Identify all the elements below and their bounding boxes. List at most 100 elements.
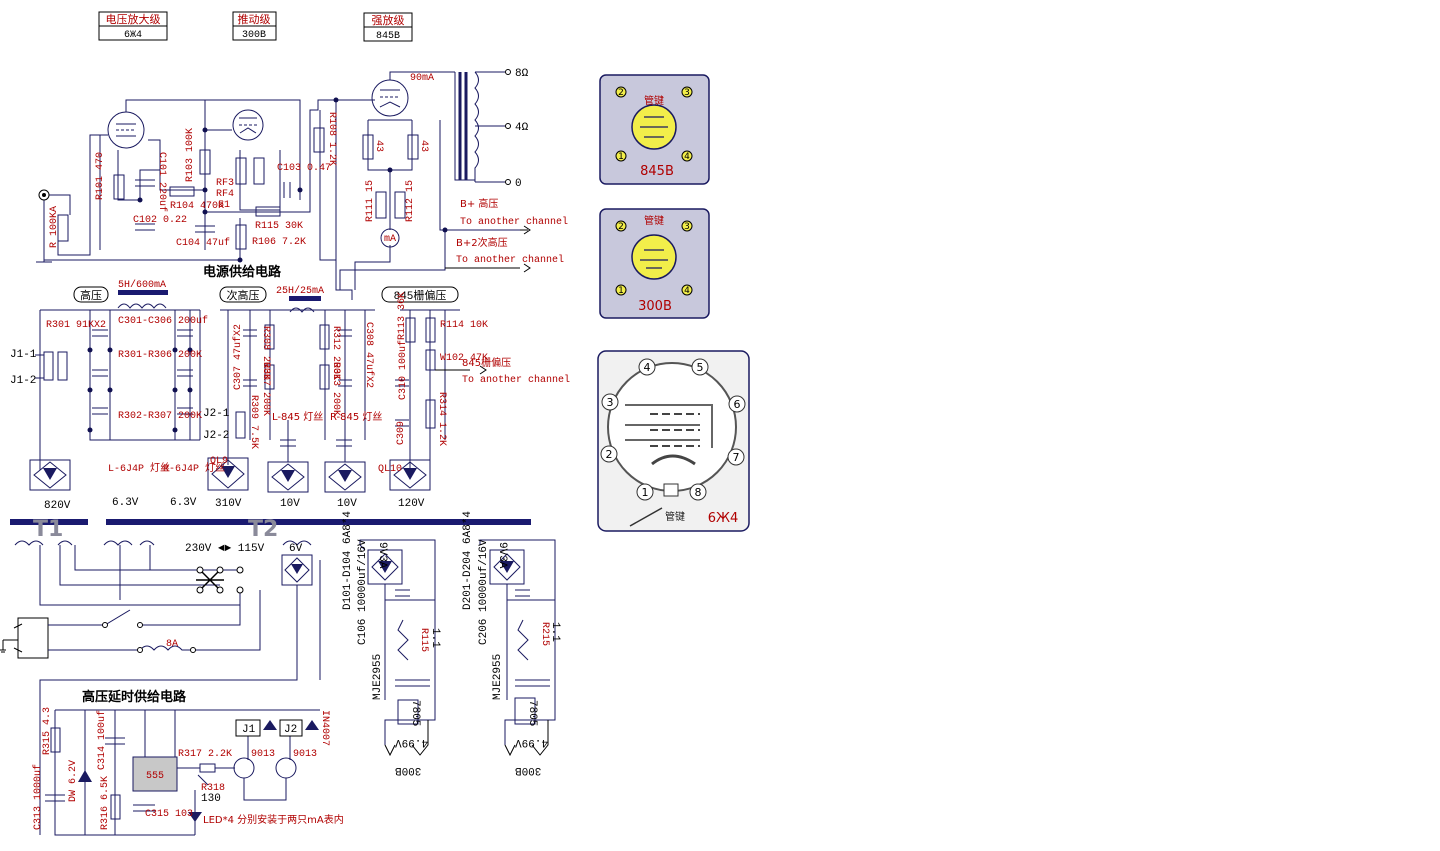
- amp-label: R104 470K: [170, 201, 224, 212]
- section-bias: 845栅偏压: [394, 288, 447, 303]
- bplus-sec-label: B+2次高压: [456, 236, 508, 249]
- stage-tube: 845B: [376, 31, 400, 42]
- amp-label: R115 30K: [255, 221, 303, 232]
- filament-supply-2: D201-D204 6A8*4 C206 10000uf/16V R215 1.…: [462, 511, 561, 776]
- res-label: R215: [539, 622, 550, 646]
- diode-label: D101-D104 6A8*4: [342, 511, 354, 610]
- amp-label: C101 220uf: [156, 152, 168, 212]
- amp-label: 43: [373, 140, 384, 152]
- cap-label: C106 10000uf/16V: [357, 539, 369, 645]
- amp-label: R101 470: [95, 152, 106, 200]
- psu-label: R302-R307 200K: [118, 411, 202, 422]
- fuse-label: 8A: [166, 639, 178, 650]
- psu-label: R301-R306 200K: [118, 350, 202, 361]
- stage-box-driver: 推动级 300B: [232, 11, 277, 41]
- psu-label: R113 36K: [397, 292, 408, 340]
- stage-title: 推动级: [238, 12, 271, 26]
- amp-label: R111 15: [365, 180, 376, 222]
- delay-label: C313 1000uf: [32, 764, 44, 830]
- psu-label: L-845 灯丝: [272, 411, 323, 423]
- rail-voltage: 6.3V: [170, 497, 197, 509]
- hv-delay-heading: 高压延时供给电路: [82, 689, 187, 705]
- amp-label: R108 1.2K: [326, 112, 337, 166]
- relay-j1: [235, 719, 261, 737]
- delay-label: 130: [201, 793, 221, 805]
- delay-label: R317 2.2K: [178, 749, 232, 760]
- out-label: 4.99V: [395, 736, 428, 748]
- filament-supply-1: D101-D104 6A8*4 C106 10000uf/16V R115 1.…: [342, 511, 441, 776]
- ac-inlet-icon: [17, 617, 49, 659]
- power-supply-circuit: 5H/600mA 25H/25mA 高压 次高压 845栅偏压: [0, 279, 570, 835]
- psu-label: R301 91KX2: [46, 320, 106, 331]
- amp-label: C103 0.47: [277, 163, 331, 174]
- section-hv: 高压: [80, 288, 102, 303]
- tube-label: 300B: [395, 764, 422, 776]
- diode-label: D201-D204 6A8*4: [462, 511, 474, 610]
- ac-label: 9V3A: [496, 542, 508, 569]
- psu-label: C308 47ufX2: [363, 322, 375, 388]
- svg-text:1: 1: [642, 486, 649, 499]
- power-supply-heading: 电源供给电路: [203, 264, 282, 280]
- choke2-label: 25H/25mA: [276, 285, 324, 297]
- reg-label: 7805: [526, 700, 538, 726]
- svg-text:1: 1: [618, 152, 624, 162]
- svg-text:3: 3: [607, 396, 614, 409]
- ma-meter-label: mA: [384, 234, 396, 245]
- bplus-bias-label: 845栅偏压: [462, 356, 511, 369]
- psu-label: C307 47ufX2: [232, 324, 244, 390]
- psu-label: R308 200K: [260, 326, 271, 380]
- pinout-tube-name: 6Ж4: [708, 511, 739, 526]
- res-value: 1.1: [429, 628, 441, 648]
- delay-label: J2: [284, 724, 297, 736]
- psu-label: J2-2: [203, 430, 229, 442]
- amp-label: RF4: [216, 189, 234, 200]
- svg-text:5: 5: [697, 361, 704, 374]
- psu-label: J2-1: [203, 408, 230, 420]
- out-label: 4.99V: [515, 736, 548, 748]
- pinout-845b: 管键 2 3 1 4 845B: [599, 74, 710, 185]
- delay-label: R315 4.3: [42, 707, 53, 755]
- transformer-t2-label: T2: [248, 517, 278, 542]
- svg-text:3: 3: [684, 222, 690, 232]
- output-tap-8ohm: 8Ω: [515, 68, 529, 80]
- bridge-rectifiers: [29, 420, 431, 493]
- pin-key-label: 管键: [665, 510, 685, 523]
- svg-text:2: 2: [606, 448, 613, 461]
- psu-label: J1-1: [10, 349, 37, 361]
- pinout-tube-name: 300B: [638, 299, 672, 314]
- tube-label: 300B: [515, 764, 542, 776]
- stage-box-voltage-amp: 电压放大级 6Ж4: [98, 11, 168, 41]
- amp-label: R103 100K: [185, 128, 196, 182]
- delay-label: DW 6.2V: [68, 760, 79, 802]
- heater-label: R-6J4P 灯丝: [163, 462, 225, 475]
- svg-text:2: 2: [618, 88, 624, 98]
- rail-voltage: 120V: [398, 498, 425, 510]
- reg-label: 7805: [409, 700, 421, 726]
- res-value: 1.1: [549, 622, 561, 642]
- delay-label: 9013: [251, 749, 275, 760]
- svg-text:1: 1: [618, 286, 624, 296]
- psu-label: QL9: [210, 456, 228, 467]
- res-label: R115: [418, 628, 429, 652]
- tube-845b-symbol: [371, 79, 409, 117]
- svg-text:4: 4: [684, 152, 690, 162]
- svg-text:4: 4: [684, 286, 690, 296]
- psu-label: C309: [396, 421, 407, 445]
- pin-key-label: 管键: [644, 94, 664, 107]
- stage-box-power: 强放级 845B: [363, 12, 413, 42]
- amp-label: R106 7.2K: [252, 237, 306, 248]
- amp-label: R 100KA: [49, 206, 60, 248]
- amp-label: C102 0.22: [133, 215, 187, 226]
- rail-voltage: 10V: [280, 498, 300, 510]
- svg-text:7: 7: [733, 451, 740, 464]
- delay-label: J1: [242, 724, 256, 736]
- amp-label: R112 15: [405, 180, 416, 222]
- rail-voltage: 6.3V: [112, 497, 139, 509]
- output-current: 90mA: [410, 73, 434, 84]
- psu-label: C301-C306 200uf: [118, 315, 208, 327]
- secondary-6v-label: 6V: [289, 543, 303, 555]
- pinout-300b: 管键 2 3 1 4 300B: [599, 208, 710, 319]
- psu-label: R309 7.5K: [248, 395, 259, 449]
- delay-label: LED*4 分别安装于两只mA表内: [203, 813, 344, 826]
